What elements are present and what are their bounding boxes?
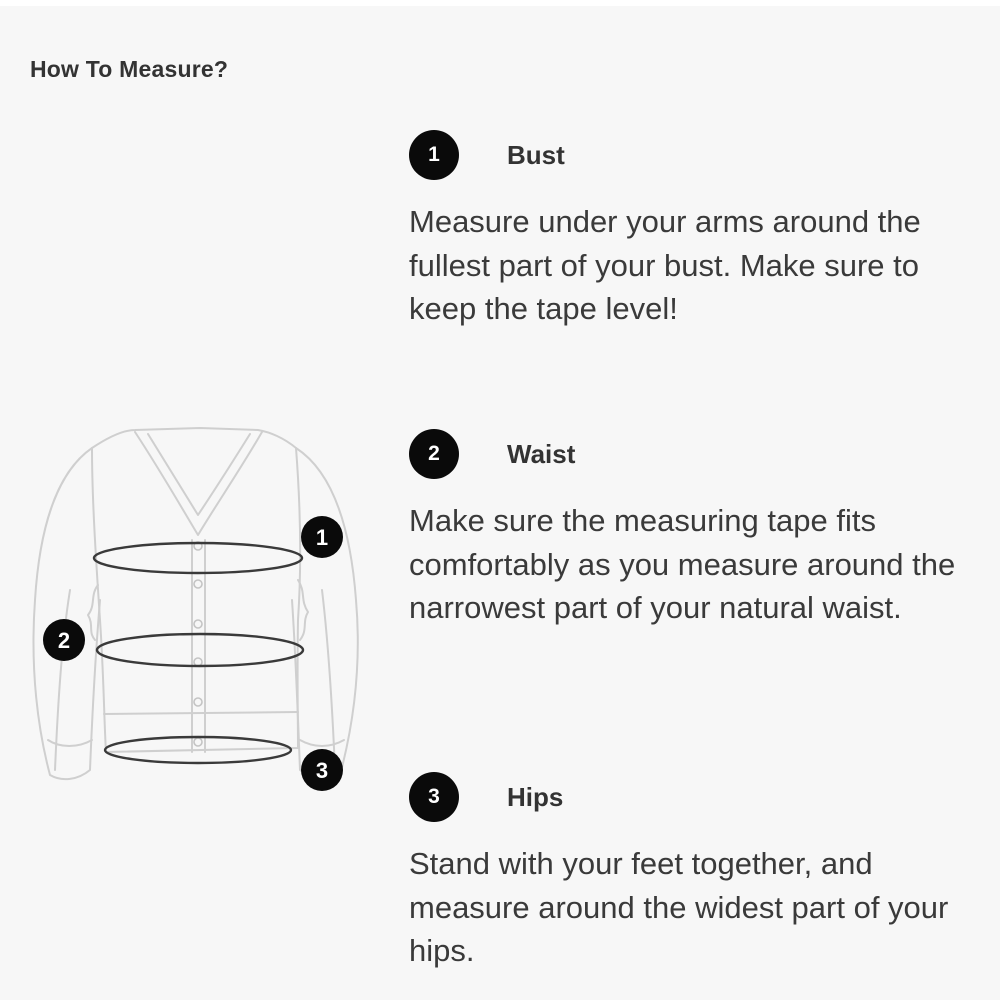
step-title: Waist [507, 439, 576, 469]
step-description: Make sure the measuring tape fits comfor… [409, 503, 956, 625]
cardigan-measurement-diagram-icon: 1 2 3 [32, 427, 359, 791]
top-strip [0, 0, 1000, 6]
page-title: How To Measure? [30, 56, 229, 82]
step-description: Stand with your feet together, and measu… [409, 846, 949, 968]
waist-marker: 2 [43, 619, 85, 661]
step-waist: 2 Waist Make sure the measuring tape fit… [409, 429, 989, 630]
step-header: 2 Waist [409, 429, 989, 479]
step-header: 1 Bust [409, 130, 989, 180]
hips-marker: 3 [301, 749, 343, 791]
step-number-badge: 3 [409, 772, 459, 822]
svg-text:1: 1 [316, 525, 328, 550]
step-title: Bust [507, 140, 565, 170]
bust-marker: 1 [301, 516, 343, 558]
step-bust: 1 Bust Measure under your arms around th… [409, 130, 989, 331]
step-header: 3 Hips [409, 772, 989, 822]
step-title: Hips [507, 782, 564, 812]
step-hips: 3 Hips Stand with your feet together, an… [409, 772, 989, 973]
step-description: Measure under your arms around the fulle… [409, 204, 921, 326]
svg-text:3: 3 [316, 758, 328, 783]
svg-text:2: 2 [58, 628, 70, 653]
step-number-badge: 1 [409, 130, 459, 180]
step-number-badge: 2 [409, 429, 459, 479]
